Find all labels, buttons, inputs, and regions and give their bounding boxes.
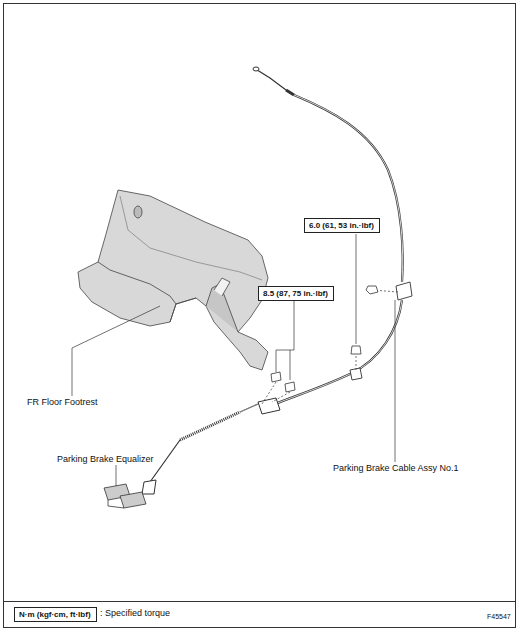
torque-value: 8.5 (87, 75 in.·lbf) xyxy=(263,288,329,299)
legend-text: : Specified torque xyxy=(99,608,171,619)
torque-spec-box: 6.0 (61, 53 in.·lbf) xyxy=(304,218,380,233)
leader-lines xyxy=(72,234,395,486)
part-name: Parking Brake Equalizer xyxy=(56,454,155,465)
parking-brake-cable xyxy=(142,67,412,494)
part-name: Parking Brake Cable Assy No.1 xyxy=(332,463,460,474)
part-name: FR Floor Footrest xyxy=(26,397,99,408)
legend-torque-box: N·m (kgf·cm, ft·lbf) xyxy=(14,607,97,622)
floor-footrest xyxy=(78,190,268,370)
frame xyxy=(4,4,516,628)
torque-spec-box: 8.5 (87, 75 in.·lbf) xyxy=(258,286,334,301)
parking-brake-equalizer xyxy=(104,484,146,508)
figure-number: F45547 xyxy=(486,611,512,622)
legend-divider xyxy=(4,601,516,602)
torque-value: 6.0 (61, 53 in.·lbf) xyxy=(309,220,375,231)
torque-value: N·m (kgf·cm, ft·lbf) xyxy=(19,609,92,620)
